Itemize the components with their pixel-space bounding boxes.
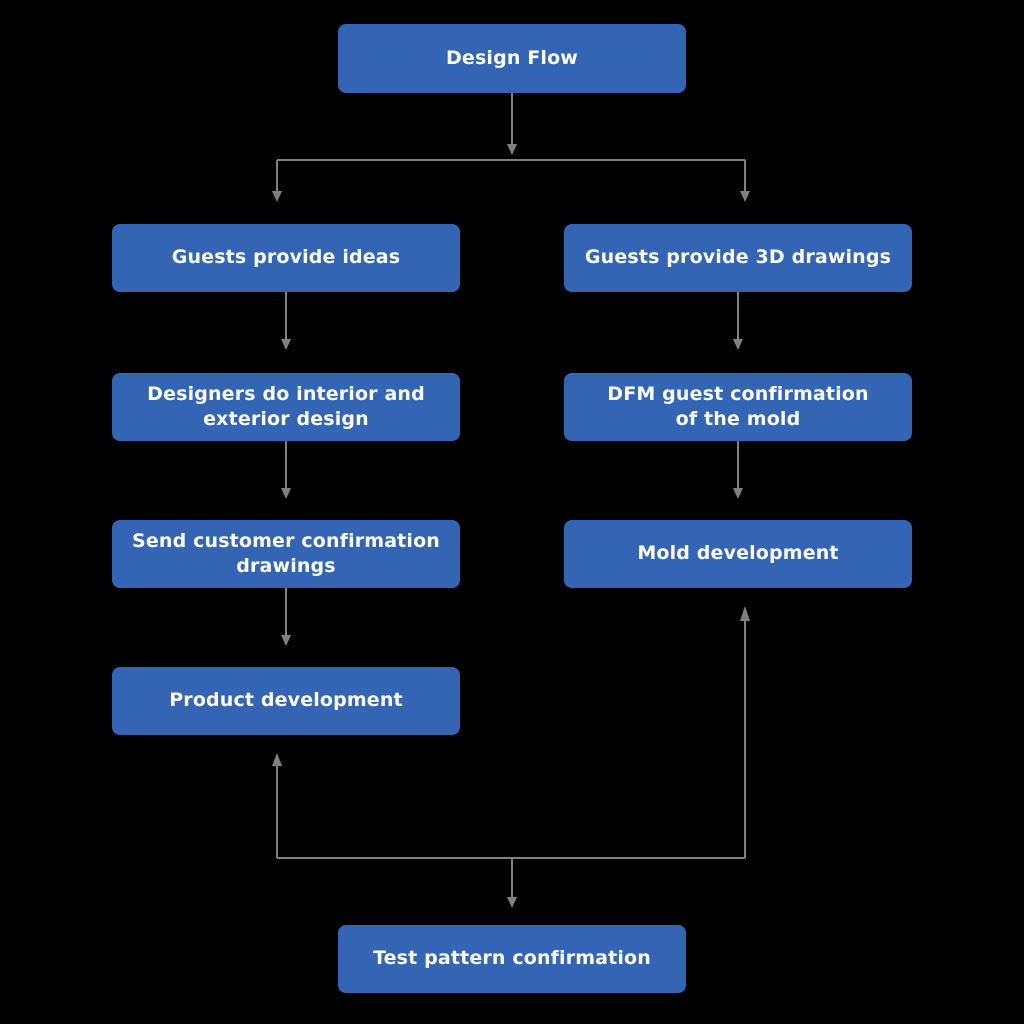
node-guests-provide-ideas[interactable]: Guests provide ideas: [112, 224, 460, 292]
node-label: Guests provide 3D drawings: [584, 246, 892, 269]
node-label: Designers do interior and exterior desig…: [147, 382, 425, 430]
node-guests-provide-3d-drawings[interactable]: Guests provide 3D drawings: [564, 224, 912, 292]
node-designers-do-interior-and-exterior-design[interactable]: Designers do interior and exterior desig…: [112, 373, 460, 441]
node-label: Design Flow: [446, 46, 578, 69]
node-label: Mold development: [637, 542, 839, 565]
node-label: Send customer confirmation drawings: [132, 529, 440, 577]
edge-feedback-to-mold-development: [740, 606, 750, 858]
edge-guests-ideas-to-designers-design: [281, 292, 291, 350]
edge-dfm-confirmation-to-mold-development: [733, 441, 743, 499]
node-mold-development[interactable]: Mold development: [564, 520, 912, 588]
node-product-development[interactable]: Product development: [112, 667, 460, 735]
edge-feedback-to-product-development: [272, 753, 282, 858]
edge-design-flow-to-split: [507, 93, 517, 155]
node-dfm-guest-confirmation-of-the-mold[interactable]: DFM guest confirmation of the mold: [564, 373, 912, 441]
edge-designers-design-to-send-drawings: [281, 441, 291, 499]
node-label: Test pattern confirmation: [373, 947, 651, 970]
edge-bus-to-test-pattern: [507, 858, 517, 908]
node-design-flow[interactable]: Design Flow: [338, 24, 686, 93]
node-send-customer-confirmation-drawings[interactable]: Send customer confirmation drawings: [112, 520, 460, 588]
node-label: Guests provide ideas: [171, 246, 401, 269]
edge-guests-3d-to-dfm-confirmation: [733, 292, 743, 350]
node-label: Product development: [169, 689, 403, 712]
node-test-pattern-confirmation[interactable]: Test pattern confirmation: [338, 925, 686, 993]
edge-split-to-guests-3d: [740, 160, 750, 202]
edge-send-drawings-to-product-development: [281, 588, 291, 646]
node-label: DFM guest confirmation of the mold: [607, 382, 869, 430]
edge-split-to-guests-ideas: [272, 160, 282, 202]
